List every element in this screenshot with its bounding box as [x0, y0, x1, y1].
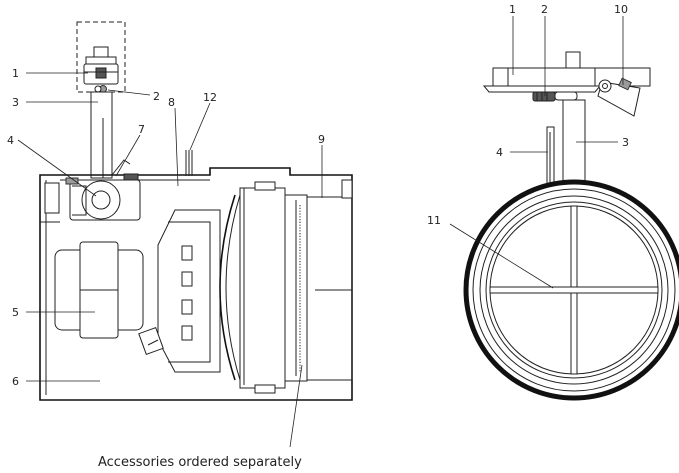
callout-2: 2: [153, 90, 160, 103]
front-leader-lines: [449, 16, 624, 289]
callout-7: 7: [138, 123, 145, 136]
locking-screw: [94, 85, 107, 93]
mounting-adapter: [83, 46, 119, 85]
tilt-hub: [65, 173, 141, 221]
callout-8: 8: [168, 96, 175, 109]
callout-6: 6: [12, 375, 19, 388]
leader-lines: [17, 72, 323, 448]
arm-clip: [111, 159, 131, 176]
lamp-reflector: [219, 181, 308, 394]
quick-release-lever: [594, 67, 651, 117]
housing-body: [39, 167, 353, 401]
transformer: [54, 241, 144, 339]
front-callout-4: 4: [496, 146, 503, 159]
front-view: 1 2 10 3 4 11: [427, 3, 679, 401]
callout-3: 3: [12, 96, 19, 109]
callout-5: 5: [12, 306, 19, 319]
front-callout-2: 2: [541, 3, 548, 16]
bracket-arm: [90, 91, 113, 179]
callout-4: 4: [7, 134, 14, 147]
front-callout-10: 10: [614, 3, 628, 16]
lamp-holder: [138, 209, 221, 373]
side-view: 1 2 3 4 5 6 7 8 9 12 Accessories ordered…: [7, 21, 353, 470]
front-callout-3: 3: [622, 136, 629, 149]
accessories-note: Accessories ordered separately: [98, 455, 302, 470]
lens-cross: [489, 205, 659, 375]
accessory-dashed-outline: [76, 21, 126, 93]
power-cable: [185, 150, 193, 176]
front-callout-1: 1: [509, 3, 516, 16]
front-callout-11: 11: [427, 214, 441, 227]
callout-12: 12: [203, 91, 217, 104]
front-snoot: [307, 179, 353, 381]
callout-1: 1: [12, 67, 19, 80]
callout-9: 9: [318, 133, 325, 146]
front-adapter: [482, 51, 602, 93]
front-arm: [562, 99, 586, 188]
